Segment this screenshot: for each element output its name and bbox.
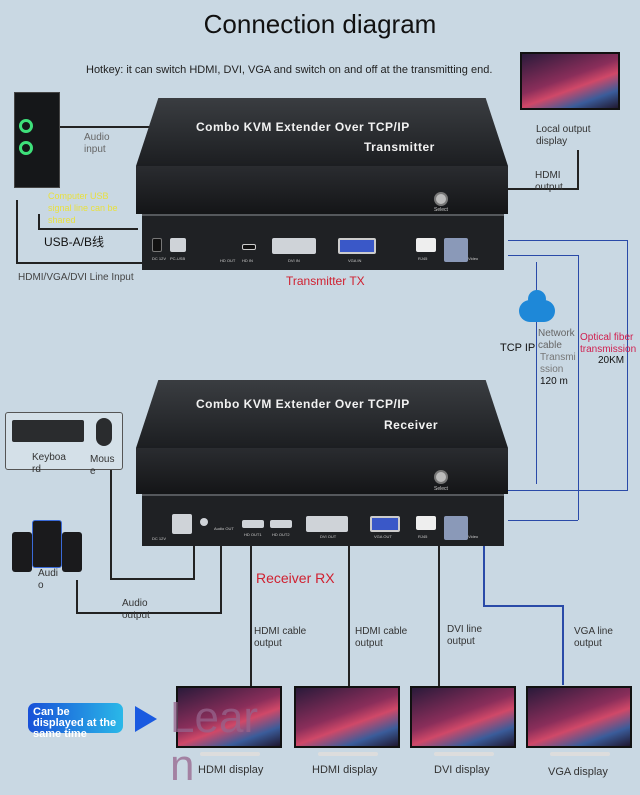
hdmi2-output-label: HDMI cable output	[355, 626, 408, 649]
fiber-distance: 20KM	[598, 355, 625, 366]
port-label: Video	[468, 534, 479, 539]
keyboard-label: Keyboa rd	[32, 452, 66, 475]
audio-label: Audi o	[38, 568, 59, 591]
receiver-top	[136, 380, 508, 448]
receiver-select-button[interactable]	[434, 470, 448, 484]
line-input-label: HDMI/VGA/DVI Line Input	[18, 272, 134, 283]
port-label: DVI OUT	[320, 534, 337, 539]
simultaneous-display-callout: Can be displayed at the same time	[28, 703, 123, 740]
port-label: HD OUT2	[272, 532, 290, 537]
transmitter-top	[136, 98, 508, 166]
select-label: Select	[434, 207, 448, 213]
tcp-ip-label: TCP IP	[500, 342, 536, 354]
display-label: VGA display	[548, 766, 608, 778]
hdmi-display-1	[176, 686, 282, 748]
audio-input-label: Audio input	[84, 132, 110, 155]
dvi-output-label: DVI line output	[447, 624, 483, 647]
transmitter-rear-panel: DC 12V PC-USB HD OUT HD IN DVI IN VGA IN…	[142, 214, 504, 270]
transmitter-top-label: Combo KVM Extender Over TCP/IP	[196, 120, 410, 134]
display-label: DVI display	[434, 764, 490, 776]
transmitter-name: Transmitter	[364, 140, 435, 154]
subwoofer-icon	[32, 520, 62, 568]
hotkey-note: Hotkey: it can switch HDMI, DVI, VGA and…	[86, 64, 493, 76]
receiver-name: Receiver	[384, 418, 439, 432]
cloud-icon	[519, 290, 555, 322]
speaker-icon	[62, 532, 82, 572]
vga-output-label: VGA line output	[574, 626, 613, 649]
port-label: RJ45	[418, 534, 428, 539]
keyboard-icon	[12, 420, 84, 442]
receiver-top-label: Combo KVM Extender Over TCP/IP	[196, 397, 410, 411]
mouse-icon	[96, 418, 112, 446]
port-label: HD OUT	[220, 258, 236, 263]
receiver-caption: Receiver RX	[256, 570, 335, 586]
port-label: RJ45	[418, 256, 428, 261]
transmitter-caption: Transmitter TX	[286, 274, 365, 288]
port-label: HD IN	[242, 258, 253, 263]
hdmi-output-label: HDMI output	[535, 170, 563, 193]
mouse-label: Mous e	[90, 454, 115, 477]
port-label: Video	[468, 256, 479, 261]
arrow-right-icon	[135, 706, 157, 732]
audio-output-label: Audio output	[122, 598, 150, 621]
usb-cable-label: USB-A/B线	[44, 235, 105, 249]
cable-distance: 120 m	[540, 376, 568, 387]
port-label: VGA IN	[348, 258, 362, 263]
display-label: HDMI display	[198, 764, 264, 776]
speaker-icon	[12, 532, 32, 572]
vga-display	[526, 686, 632, 748]
page-title: Connection diagram	[203, 9, 437, 39]
port-label: PC-USB	[170, 256, 186, 261]
port-label: DC 12V	[152, 256, 167, 261]
hdmi-display-2	[294, 686, 400, 748]
hdmi1-output-label: HDMI cable output	[254, 626, 307, 649]
watermark: Lear n	[170, 693, 259, 790]
dvi-display	[410, 686, 516, 748]
port-label: Audio OUT	[214, 526, 234, 531]
transmission-label: Transmi ssion	[540, 352, 576, 375]
local-display-monitor	[520, 52, 620, 110]
port-label: HD OUT1	[244, 532, 262, 537]
network-cable-label: Network cable	[538, 328, 575, 351]
local-output-label: Local output display	[536, 124, 591, 147]
receiver-rear-panel: DC 12V Audio OUT HD OUT1 HD OUT2 DVI OUT…	[142, 494, 504, 546]
usb-note: Computer USB signal line can be shared	[48, 191, 118, 225]
computer-tower-icon	[14, 92, 60, 188]
fiber-label: Optical fiber transmission	[580, 332, 637, 355]
transmitter-select-button[interactable]	[434, 192, 448, 206]
port-label: VGA OUT	[374, 534, 392, 539]
display-label: HDMI display	[312, 764, 378, 776]
select-label: Select	[434, 486, 448, 492]
port-label: DC 12V	[152, 536, 167, 541]
port-label: DVI IN	[288, 258, 300, 263]
